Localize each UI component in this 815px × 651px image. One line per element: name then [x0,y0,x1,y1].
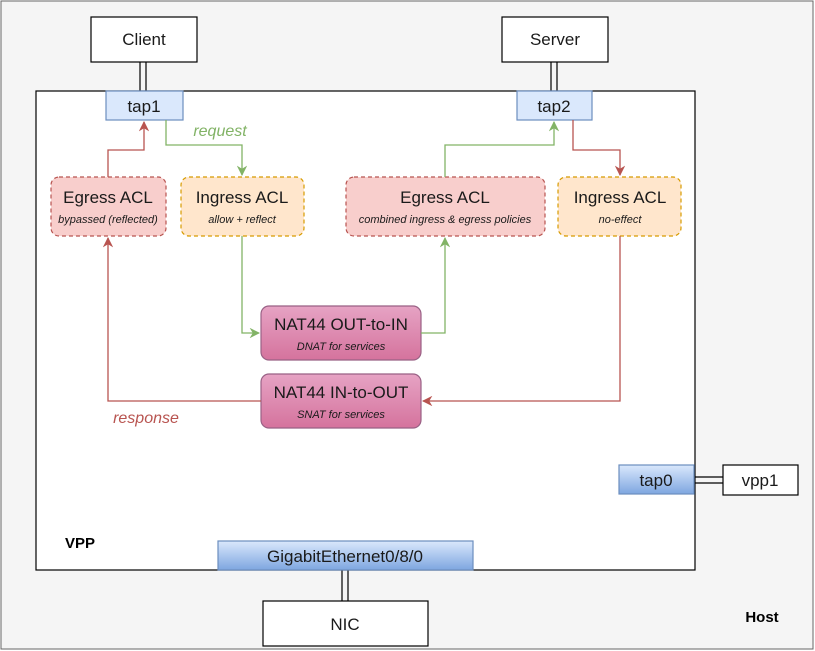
vpp1-label: vpp1 [742,471,779,490]
client-ingress-acl-note: allow + reflect [208,214,277,226]
link-server-tap2 [550,62,558,91]
tap2-box [516,90,593,121]
tap1-label: tap1 [127,97,160,116]
server-ingress-acl-box [557,176,682,237]
tap1-box [105,90,184,121]
link-client-tap1 [139,62,147,91]
client-egress-acl-title: Egress ACL [63,188,153,207]
vpp-label: VPP [65,535,95,552]
response-arrow-ingress-to-nat [421,236,621,407]
server-egress-acl-title: Egress ACL [400,188,490,207]
link-gigabit-nic [341,570,349,601]
client-box [90,16,198,63]
client-ingress-acl-box [180,176,305,237]
vpp1-box [722,464,799,496]
tap2-label: tap2 [537,97,570,116]
tap0-label: tap0 [639,471,672,490]
response-arrow-tap2-to-ingress [572,120,626,177]
response-label: response [113,410,179,427]
server-egress-acl-note: combined ingress & egress policies [359,214,532,226]
nat44-out-to-in-note: DNAT for services [297,341,386,353]
request-label: request [193,123,247,140]
response-arrow-egress-to-tap1 [107,120,150,177]
request-arrow-tap1-to-ingress [165,120,248,177]
gigabit-interface-box [217,540,474,571]
client-label: Client [122,30,166,49]
server-ingress-acl-note: no-effect [599,214,643,226]
link-tap0-vpp1 [694,476,723,484]
client-ingress-acl-title: Ingress ACL [196,188,289,207]
request-arrow-egress-to-tap2 [444,120,560,177]
response-arrow-nat-to-egress [102,236,261,402]
server-ingress-acl-title: Ingress ACL [574,188,667,207]
server-label: Server [530,30,580,49]
nat44-in-to-out-note: SNAT for services [297,409,385,421]
nat44-in-to-out-title: NAT44 IN-to-OUT [274,383,409,402]
client-egress-acl-note: bypassed (reflected) [58,214,158,226]
nic-label: NIC [330,615,359,634]
tap0-box [618,464,695,495]
gigabit-interface-label: GigabitEthernet0/8/0 [267,547,423,566]
request-arrow-ingress-to-nat [241,236,261,339]
nic-box [262,600,429,647]
server-box [501,16,609,63]
nat44-out-to-in-title: NAT44 OUT-to-IN [274,315,408,334]
host-label: Host [745,609,778,626]
request-arrow-nat-to-egress [421,236,451,334]
